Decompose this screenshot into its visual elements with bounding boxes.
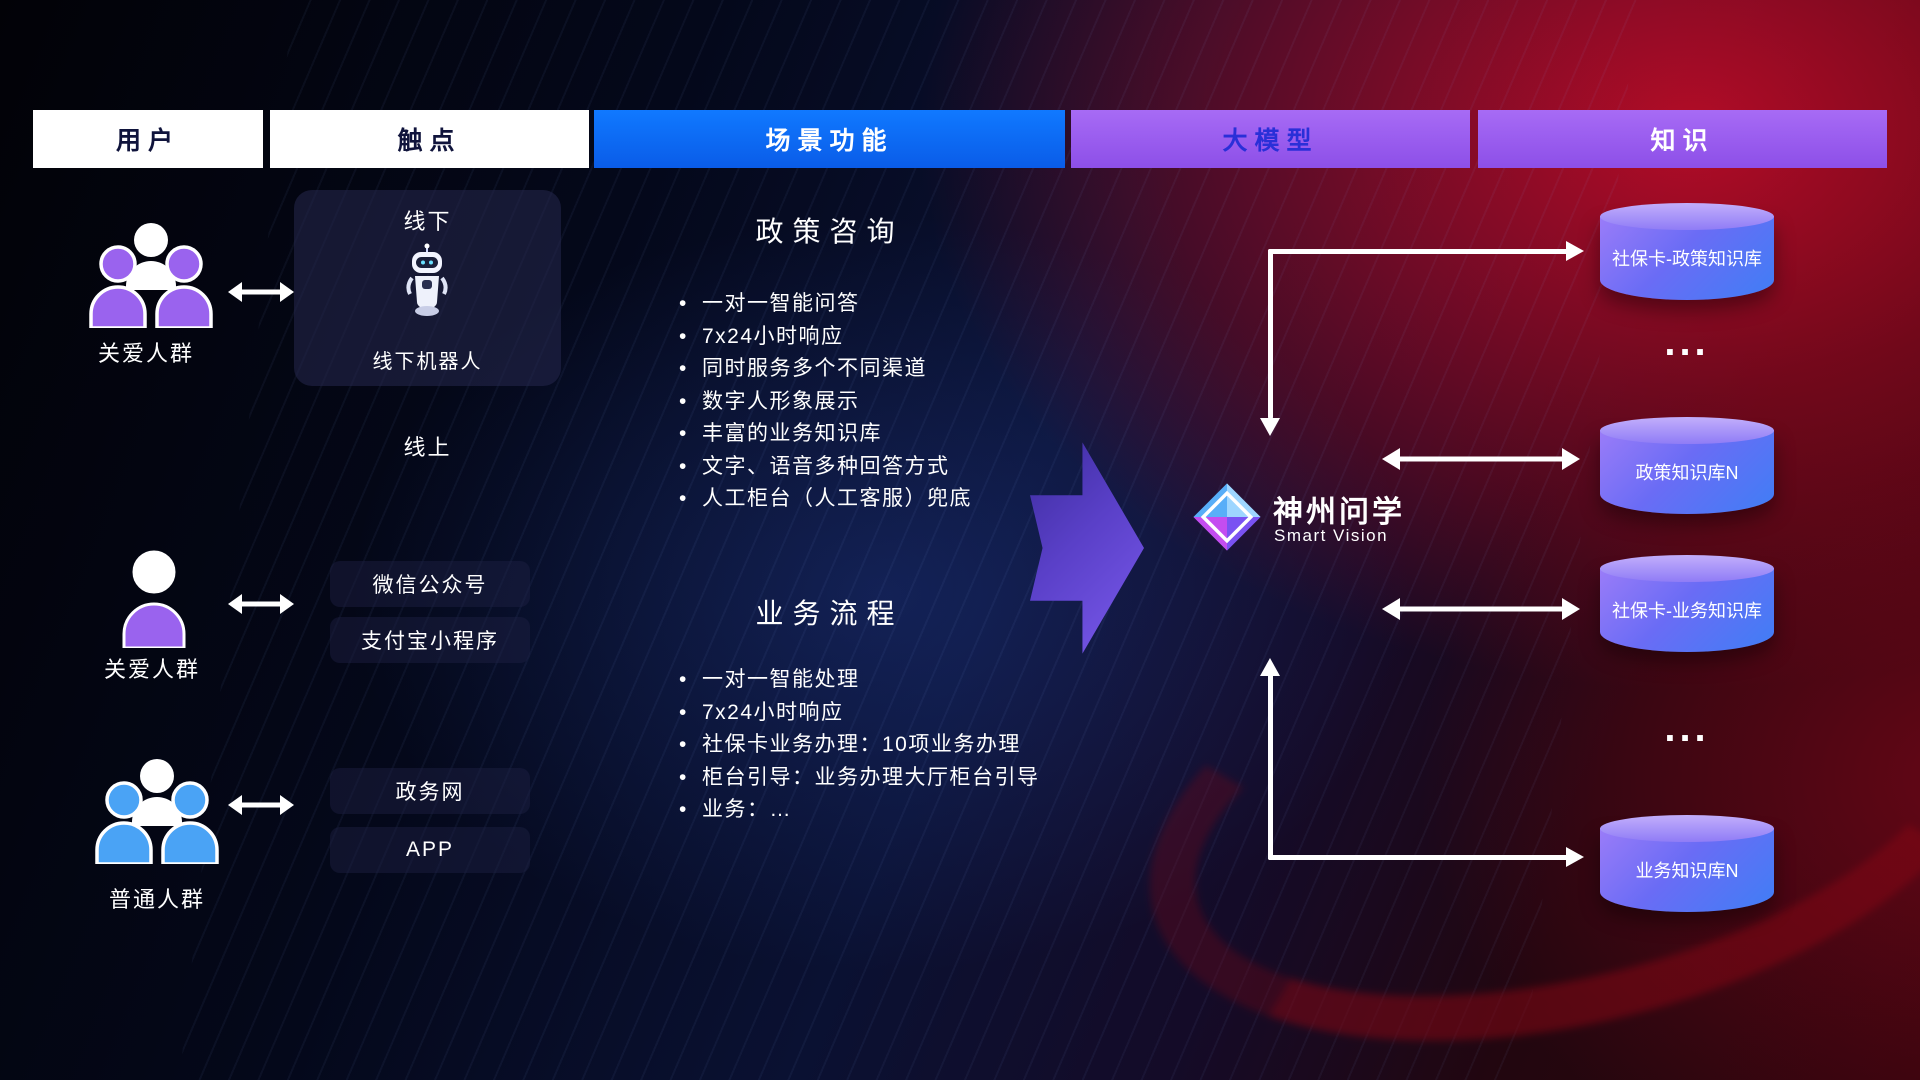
model-subtitle: Smart Vision bbox=[1274, 526, 1389, 545]
online-title: 线上 bbox=[403, 435, 452, 460]
bidirectional-arrow-2 bbox=[228, 592, 294, 621]
offline-title: 线下 bbox=[403, 209, 452, 234]
user-group-3-label: 普通人群 bbox=[108, 887, 205, 912]
user-group-general-icon bbox=[92, 752, 222, 869]
header-users: 用户 bbox=[33, 110, 263, 168]
bullet-item: 业务：… bbox=[676, 794, 1040, 827]
bullet-item: 丰富的业务知识库 bbox=[676, 418, 972, 451]
connector-line bbox=[1268, 674, 1273, 860]
bullet-item: 一对一智能处理 bbox=[676, 664, 1040, 697]
touchpoint-wechat: 微信公众号 bbox=[330, 561, 530, 607]
header-scenario-functions: 场景功能 bbox=[594, 110, 1065, 168]
double-arrow-icon bbox=[228, 594, 294, 614]
touchpoint-app: APP bbox=[330, 827, 530, 873]
bullet-item: 一对一智能问答 bbox=[676, 288, 972, 321]
double-arrow-icon bbox=[228, 282, 294, 302]
knowledge-db-policy-n: 政策知识库N bbox=[1600, 417, 1774, 514]
offline-touchpoint-card: 线下 线下机器人 bbox=[294, 190, 561, 386]
ellipsis-1: ... bbox=[1664, 320, 1710, 364]
double-arrow-icon bbox=[1382, 448, 1580, 470]
diamond-logo-icon bbox=[1193, 483, 1261, 551]
user-group-1-label: 关爱人群 bbox=[97, 341, 194, 366]
offline-robot-icon bbox=[405, 242, 449, 323]
bullet-item: 同时服务多个不同渠道 bbox=[676, 353, 972, 386]
user-single-caring-icon bbox=[122, 548, 186, 653]
header-touchpoints: 触点 bbox=[270, 110, 589, 168]
smart-vision-logo-icon bbox=[1192, 482, 1262, 557]
bullet-item: 7x24小时响应 bbox=[676, 321, 972, 354]
bidirectional-arrow-db2 bbox=[1382, 446, 1580, 477]
arrowhead-down bbox=[1260, 418, 1280, 436]
bullet-item: 文字、语音多种回答方式 bbox=[676, 451, 972, 484]
business-bullet-list: 一对一智能处理 7x24小时响应 社保卡业务办理：10项业务办理 柜台引导：业务… bbox=[676, 664, 1040, 827]
user-group-caring-icon bbox=[86, 216, 216, 333]
bidirectional-arrow-3 bbox=[228, 793, 294, 822]
header-large-model: 大模型 bbox=[1071, 110, 1470, 168]
bullet-item: 人工柜台（人工客服）兜底 bbox=[676, 483, 972, 516]
model-name: 神州问学 bbox=[1273, 496, 1405, 529]
knowledge-db-social-business: 社保卡-业务知识库 bbox=[1600, 555, 1774, 652]
double-arrow-icon bbox=[1382, 598, 1580, 620]
red-swoosh-decoration bbox=[1100, 490, 1920, 1080]
bullet-item: 7x24小时响应 bbox=[676, 697, 1040, 730]
connector-line bbox=[1268, 249, 1273, 419]
arrowhead-right bbox=[1566, 241, 1584, 261]
business-process-title: 业务流程 bbox=[755, 598, 904, 629]
policy-consultation-title: 政策咨询 bbox=[755, 216, 904, 247]
double-arrow-icon bbox=[228, 795, 294, 815]
db-label: 政策知识库N bbox=[1635, 463, 1739, 484]
bullet-item: 数字人形象展示 bbox=[676, 386, 972, 419]
person-icon bbox=[122, 550, 186, 650]
ellipsis-2: ... bbox=[1664, 706, 1710, 750]
db-label: 业务知识库N bbox=[1635, 861, 1739, 882]
knowledge-db-social-policy: 社保卡-政策知识库 bbox=[1600, 203, 1774, 300]
bidirectional-arrow-1 bbox=[228, 280, 294, 309]
policy-bullet-list: 一对一智能问答 7x24小时响应 同时服务多个不同渠道 数字人形象展示 丰富的业… bbox=[676, 288, 972, 516]
flow-arrow-to-model bbox=[1030, 442, 1144, 654]
robot-icon bbox=[406, 243, 448, 316]
bullet-item: 柜台引导：业务办理大厅柜台引导 bbox=[676, 762, 1040, 795]
db-label: 社保卡-政策知识库 bbox=[1612, 249, 1762, 270]
touchpoint-gov-web: 政务网 bbox=[330, 768, 530, 814]
connector-line bbox=[1268, 249, 1570, 254]
people-group-icon bbox=[89, 223, 213, 330]
user-group-2-label: 关爱人群 bbox=[103, 657, 200, 682]
connector-line bbox=[1268, 855, 1570, 860]
bidirectional-arrow-db3 bbox=[1382, 596, 1580, 627]
bullet-item: 社保卡业务办理：10项业务办理 bbox=[676, 729, 1040, 762]
arrowhead-right bbox=[1566, 847, 1584, 867]
people-group-icon bbox=[95, 759, 219, 866]
knowledge-db-business-n: 业务知识库N bbox=[1600, 815, 1774, 912]
header-knowledge: 知识 bbox=[1478, 110, 1887, 168]
db-label: 社保卡-业务知识库 bbox=[1612, 601, 1762, 622]
touchpoint-alipay: 支付宝小程序 bbox=[330, 617, 530, 663]
arrowhead-up bbox=[1260, 658, 1280, 676]
offline-robot-label: 线下机器人 bbox=[372, 351, 483, 373]
